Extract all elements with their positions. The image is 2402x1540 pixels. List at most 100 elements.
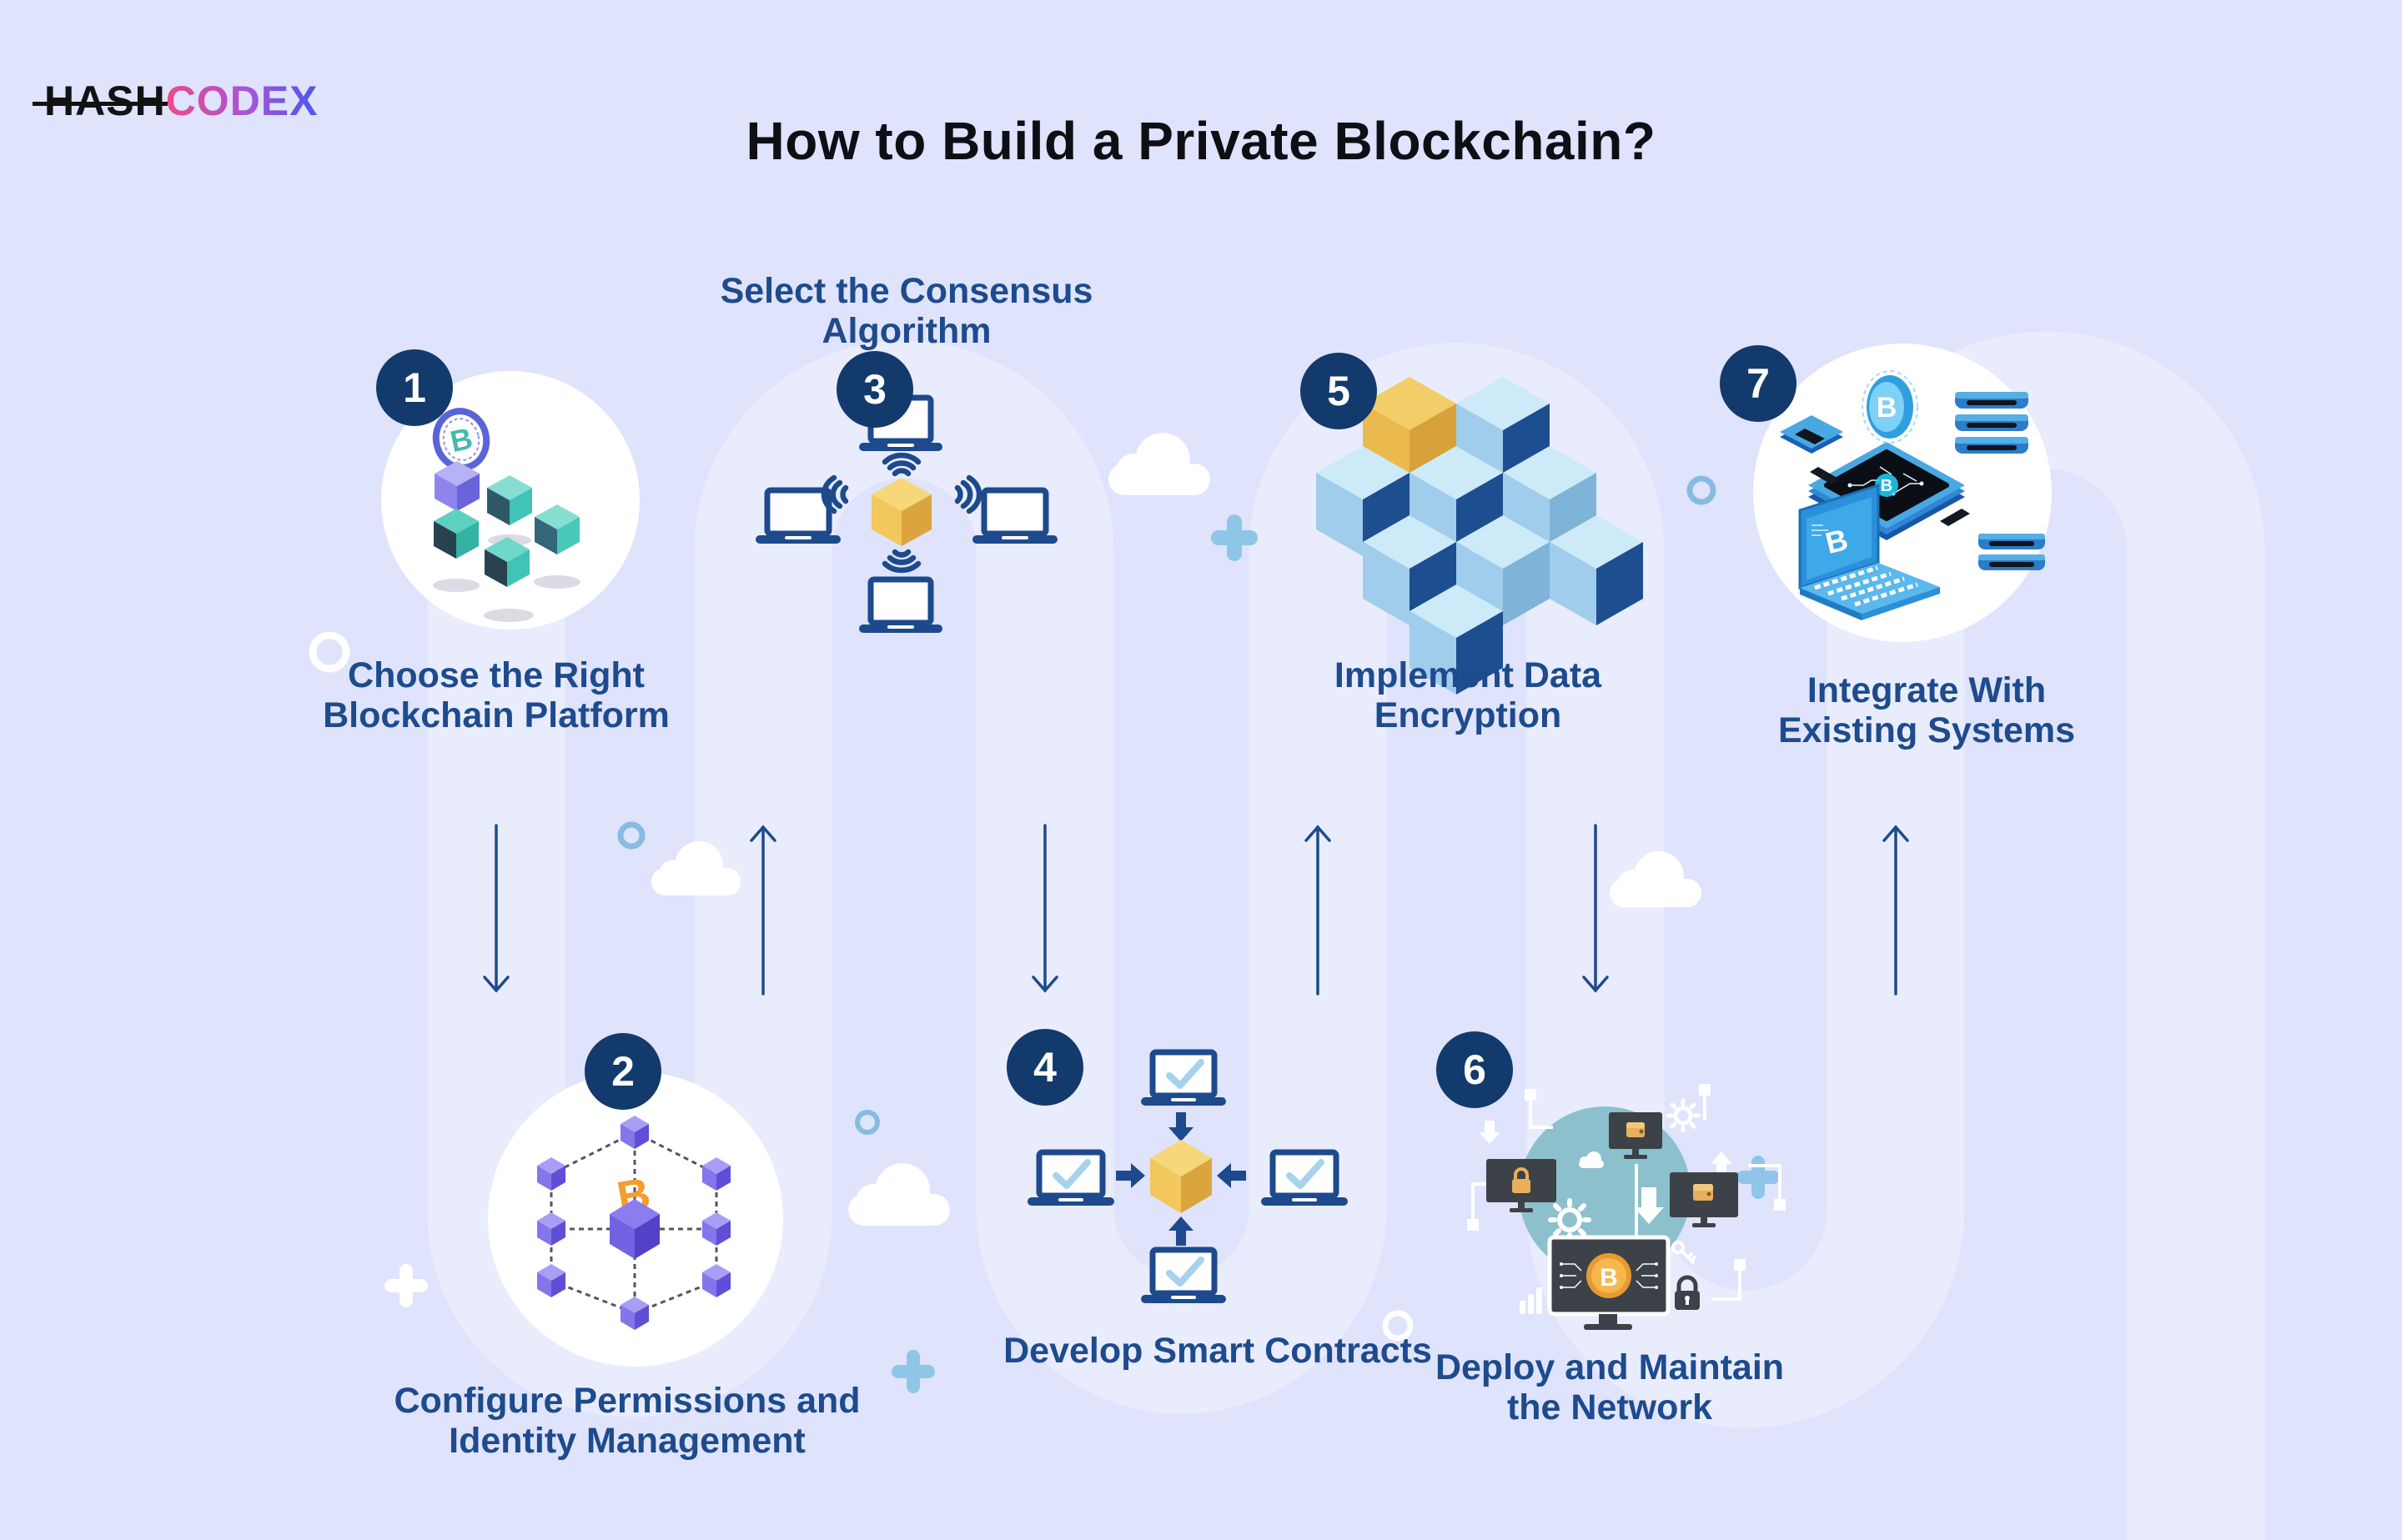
plus-icon xyxy=(1211,514,1258,561)
step-6-icon-deploy-network: B xyxy=(1467,1084,1786,1330)
step-1-label: Choose the Right Blockchain Platform xyxy=(146,655,847,735)
step-7-icon-integrate-systems: B B B xyxy=(1780,370,2045,620)
step-2-number: 2 xyxy=(611,1048,635,1095)
cloud-icon xyxy=(1610,851,1701,907)
step-3-icon-consensus xyxy=(756,394,1058,633)
step-2-label: Configure Permissions and Identity Manag… xyxy=(277,1381,977,1461)
monitor-bitcoin-icon: B xyxy=(1547,1235,1671,1330)
laptop-icon xyxy=(859,576,942,633)
server-stack-icon xyxy=(1978,534,2045,570)
step-7-label-line1: Integrate With xyxy=(1807,670,2047,710)
step-7-number: 7 xyxy=(1746,360,1770,407)
step-7-badge: 7 xyxy=(1720,345,1796,422)
step-5-icon-encryption-cubes xyxy=(1316,377,1643,695)
step-1-label-line1: Choose the Right xyxy=(348,655,645,695)
laptop-isometric-icon: B xyxy=(1798,483,1940,620)
step-2-badge: 2 xyxy=(585,1033,661,1110)
logo: HASHCODEX xyxy=(44,77,319,125)
step-3-number: 3 xyxy=(863,366,887,413)
teal-cube xyxy=(434,509,479,559)
purple-node-cubes xyxy=(537,1116,731,1330)
white-arrows xyxy=(1479,1121,1732,1224)
server-stack-icon xyxy=(1955,392,2028,454)
step-4-number: 4 xyxy=(1033,1044,1057,1091)
gold-cube xyxy=(872,478,932,546)
plus-icon xyxy=(892,1350,935,1393)
ring-icon xyxy=(617,821,646,850)
step-1-label-line2: Blockchain Platform xyxy=(323,695,670,735)
cloud-icon xyxy=(848,1163,950,1226)
teal-cube xyxy=(485,537,530,587)
logo-codex: CODEX xyxy=(165,78,319,124)
step-4-icon-smart-contracts xyxy=(1028,1049,1348,1303)
cloud-icon xyxy=(1108,433,1210,495)
step-5-badge: 5 xyxy=(1300,353,1377,429)
wifi-icon xyxy=(821,452,982,574)
ring-icon xyxy=(855,1110,880,1135)
laptop-icon xyxy=(756,487,841,544)
step-5-label-line2: Encryption xyxy=(1374,695,1562,735)
step-5-label-line1: Implement Data xyxy=(1334,655,1602,695)
svg-text:B: B xyxy=(1881,477,1892,495)
step-1-badge: 1 xyxy=(376,349,453,426)
step-1-icon-blockchain-platform: B xyxy=(432,408,580,622)
step-3-badge: 3 xyxy=(837,351,913,428)
step-2-label-line1: Configure Permissions and xyxy=(394,1381,861,1421)
step-7-label-line2: Existing Systems xyxy=(1777,710,2076,750)
bitcoin-coin-icon: B xyxy=(1862,370,1918,444)
chart-bars-icon xyxy=(1520,1287,1542,1314)
laptop-check-icon xyxy=(1028,1149,1114,1206)
ring-icon xyxy=(1382,1310,1414,1342)
step-6-label-line2: the Network xyxy=(1506,1387,1713,1427)
step-4-label: Develop Smart Contracts xyxy=(867,1331,1568,1371)
key-icon xyxy=(1671,1241,1696,1264)
teal-cube xyxy=(487,475,532,525)
lock-icon xyxy=(1675,1275,1700,1310)
step-3-label-line1: Select the Consensus xyxy=(720,271,1093,311)
logo-hash: HASH xyxy=(44,78,166,124)
step-3-label-line2: Algorithm xyxy=(822,311,992,351)
step-6-number: 6 xyxy=(1463,1046,1486,1093)
ring-icon xyxy=(1686,475,1716,505)
step-7-label: Integrate With Existing Systems xyxy=(1576,670,2277,750)
monitor-wallet-icon xyxy=(1609,1112,1662,1159)
step-6-label: Deploy and Maintain the Network xyxy=(1259,1347,1960,1427)
monitor-lock-icon xyxy=(1486,1159,1556,1212)
network-lines xyxy=(1471,1094,1781,1301)
network-nodes xyxy=(1467,1084,1786,1271)
small-cloud-icon xyxy=(1579,1151,1604,1168)
flow-arrow-step6-step7 xyxy=(1882,825,1909,996)
step-3-label: Select the Consensus Algorithm xyxy=(556,271,1257,351)
step-6-badge: 6 xyxy=(1436,1031,1513,1108)
cloud-icon xyxy=(651,841,741,895)
step-2-icon-identity-network: B xyxy=(537,1116,731,1330)
svg-text:B: B xyxy=(1877,392,1897,424)
center-cube xyxy=(610,1199,660,1259)
teal-cube xyxy=(535,504,580,554)
step-6-label-line1: Deploy and Maintain xyxy=(1435,1347,1785,1387)
server-pad-icon xyxy=(1780,415,1843,454)
gear-icon xyxy=(1666,1098,1701,1133)
laptop-check-icon xyxy=(1141,1247,1226,1303)
flow-arrow-step2-step3 xyxy=(750,825,776,996)
step-5-number: 5 xyxy=(1327,368,1350,414)
plus-icon xyxy=(384,1264,428,1307)
step-1-number: 1 xyxy=(403,364,426,411)
step-2-label-line2: Identity Management xyxy=(449,1421,806,1461)
blue-cube xyxy=(1316,446,1410,556)
blue-cube xyxy=(1550,515,1643,625)
laptop-check-icon xyxy=(1261,1149,1348,1206)
page-title: How to Build a Private Blockchain? xyxy=(746,111,1656,171)
step-4-label-line1: Develop Smart Contracts xyxy=(1003,1331,1432,1371)
blue-cube xyxy=(1410,584,1503,695)
svg-text:B: B xyxy=(1600,1264,1618,1292)
connector-icon xyxy=(1810,467,1970,526)
flow-arrow-step1-step2 xyxy=(483,824,510,993)
flow-arrow-step5-step6 xyxy=(1582,824,1609,993)
monitor-wallet-icon xyxy=(1670,1172,1738,1227)
step-5-label: Implement Data Encryption xyxy=(1118,655,1818,735)
flow-arrow-step4-step5 xyxy=(1304,825,1331,996)
purple-cube xyxy=(435,461,480,511)
gold-cube xyxy=(1150,1140,1212,1213)
